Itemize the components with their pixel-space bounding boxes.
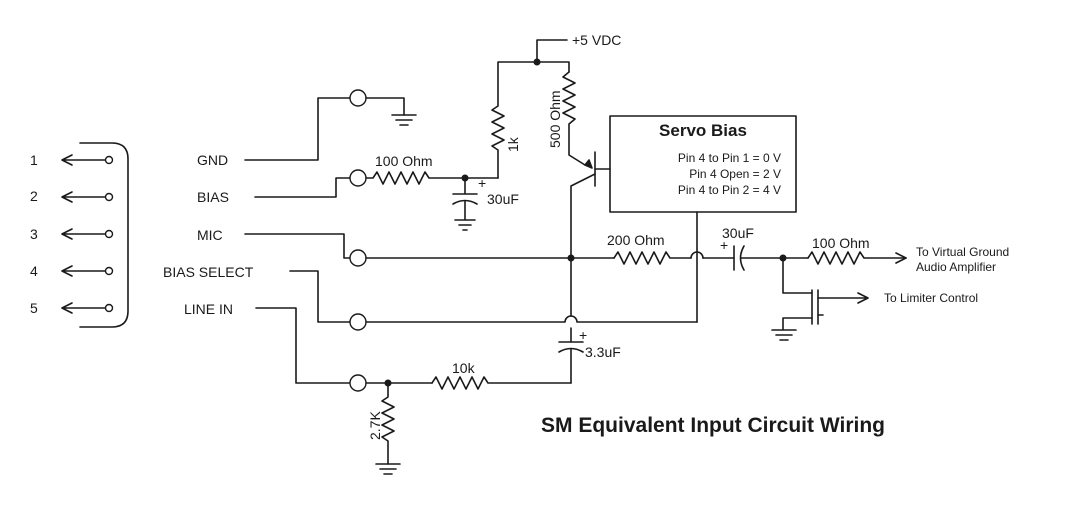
servo-bias-title: Servo Bias: [659, 121, 747, 140]
label-to-virtual-ground: To Virtual Ground: [916, 245, 1009, 259]
label-200-ohm: 200 Ohm: [607, 232, 665, 248]
label-audio-amplifier: Audio Amplifier: [916, 260, 996, 274]
line-in-wire: [255, 307, 572, 475]
connector-pin-2: 2: [30, 188, 114, 204]
resistor-500-ohm: [562, 71, 586, 166]
signal-label-line-in: LINE IN: [184, 301, 233, 317]
resistor-200-ohm: [613, 251, 692, 265]
resistor-2-7k: [381, 382, 395, 465]
bias-select-wire: [289, 270, 698, 331]
connector-pin-3: 3: [30, 226, 114, 242]
resistor-100-ohm-out: [807, 251, 907, 265]
diagram-title: SM Equivalent Input Circuit Wiring: [541, 414, 885, 437]
signal-label-bias: BIAS: [197, 189, 229, 205]
connector-pin-4: 4: [30, 263, 114, 279]
connector-outline: [79, 142, 129, 328]
pin-number: 4: [30, 263, 38, 279]
servo-bias-line: Pin 4 Open = 2 V: [689, 167, 781, 181]
resistor-1k: [491, 61, 538, 179]
mic-wire: [244, 233, 907, 271]
servo-bias-box: Servo Bias Pin 4 to Pin 1 = 0 V Pin 4 Op…: [609, 115, 797, 213]
supply-rail: [533, 39, 586, 166]
label-plus-bias: +: [478, 175, 486, 191]
capacitor-30uf-bias: [452, 177, 478, 231]
resistor-10k: [431, 376, 572, 390]
pin-number: 1: [30, 152, 38, 168]
transistor: [570, 151, 611, 259]
label-30uf-out: 30uF: [722, 225, 754, 241]
connector-pin-1: 1: [30, 152, 114, 168]
signal-label-mic: MIC: [197, 227, 223, 243]
signal-label-gnd: GND: [197, 152, 228, 168]
bias-wire: [254, 61, 538, 231]
label-supply: +5 VDC: [572, 32, 621, 48]
servo-bias-line: Pin 4 to Pin 1 = 0 V: [678, 151, 781, 165]
label-100-ohm-out: 100 Ohm: [812, 235, 870, 251]
label-100-ohm-bias: 100 Ohm: [375, 153, 433, 169]
gnd-wire: [244, 89, 417, 161]
label-2-7k: 2.7K: [367, 411, 383, 440]
capacitor-3-3uf: [558, 341, 584, 384]
resistor-100-ohm-bias: [365, 171, 499, 185]
connector-pin-5: 5: [30, 300, 114, 316]
label-500-ohm: 500 Ohm: [547, 90, 563, 148]
pin-number: 3: [30, 226, 38, 242]
limiter-fet: [771, 257, 869, 341]
label-to-limiter: To Limiter Control: [884, 291, 978, 305]
label-10k: 10k: [452, 360, 476, 376]
capacitor-30uf-out: [733, 245, 809, 271]
label-plus-line: +: [579, 327, 587, 343]
label-1k: 1k: [505, 136, 521, 152]
servo-bias-line: Pin 4 to Pin 2 = 4 V: [678, 183, 781, 197]
pin-number: 2: [30, 188, 38, 204]
connector: 1 2 3 4 5: [30, 142, 129, 328]
label-plus-out: +: [720, 237, 728, 253]
pin-number: 5: [30, 300, 38, 316]
label-30uf-bias: 30uF: [487, 191, 519, 207]
label-3-3uf: 3.3uF: [585, 344, 621, 360]
signal-label-bias-select: BIAS SELECT: [163, 264, 254, 280]
